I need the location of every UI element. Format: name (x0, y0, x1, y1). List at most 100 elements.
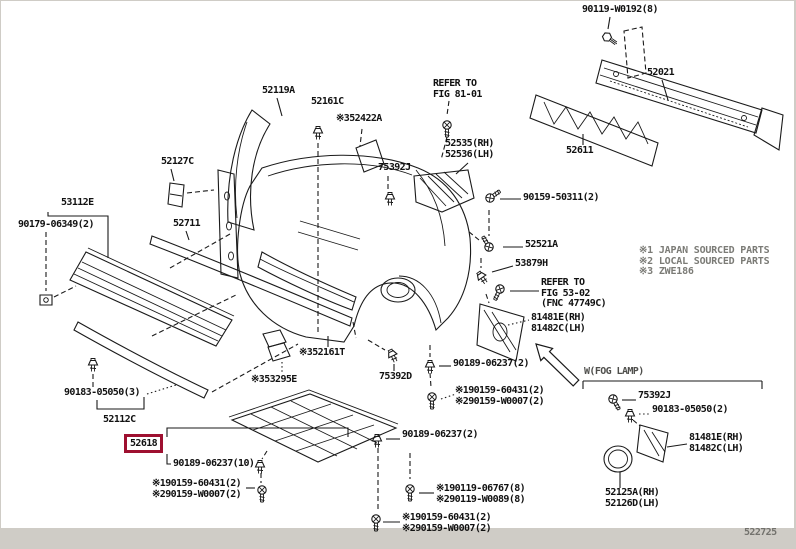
label-line[interactable]: 81482C(LH) (689, 442, 744, 454)
label-part-81481e-81482c[interactable]: 81481E(RH)81482C(LH) (531, 312, 586, 334)
clip-75392d (368, 340, 401, 371)
label-part-90183-05050-2[interactable]: 90183-05050(2) (652, 404, 728, 416)
label-line[interactable]: 75392J (378, 162, 411, 173)
reinforcement-bolt (600, 17, 646, 78)
label-line: ※3 ZWE186 (639, 266, 694, 277)
label-line[interactable]: 52521A (525, 239, 558, 250)
label-part-52161c[interactable]: 52161C (311, 96, 344, 108)
construction-lines (152, 176, 388, 392)
label-line[interactable]: ※352422A (336, 113, 382, 124)
label-part-75392d[interactable]: 75392D (379, 371, 412, 383)
label-part-90159-50311[interactable]: 90159-50311(2) (523, 192, 599, 204)
clip-53879h (474, 266, 513, 287)
label-line[interactable]: 52611 (566, 145, 594, 156)
label-line[interactable]: 90183-05050(3) (64, 387, 140, 398)
label-part-90119-06767[interactable]: ※190119-06767(8)※290119-W0089(8) (436, 483, 526, 505)
label-line[interactable]: 52161C (311, 96, 344, 107)
radiator-grille-53112e (39, 212, 234, 346)
label-sourcing-notes: ※1 JAPAN SOURCED PARTS※2 LOCAL SOURCED P… (639, 245, 770, 278)
label-line[interactable]: 52535(RH) (445, 138, 494, 149)
label-part-90159-60431-left[interactable]: ※190159-60431(2)※290159-W0007(2) (152, 478, 242, 500)
bumper-energy-absorber-52611 (530, 95, 658, 166)
label-line[interactable]: 52119A (262, 85, 295, 96)
label-part-75392j-upper[interactable]: 75392J (378, 162, 411, 174)
label-line[interactable]: 52112C (103, 414, 136, 425)
label-part-52422a[interactable]: ※352422A (336, 113, 382, 125)
label-part-52711[interactable]: 52711 (173, 218, 201, 230)
label-line[interactable]: 90183-05050(2) (652, 404, 728, 415)
label-line[interactable]: 90189-06237(10) (173, 458, 255, 469)
label-line[interactable]: ※290159-W0007(2) (402, 522, 492, 534)
label-part-90189-06237-10[interactable]: 90189-06237(10) (173, 458, 255, 470)
label-line[interactable]: ※353295E (251, 374, 297, 385)
label-line[interactable]: 52618 (130, 438, 158, 449)
front-bumper-reinforcement-52021 (596, 60, 783, 150)
label-line[interactable]: 81482C(LH) (531, 322, 586, 334)
label-part-52021[interactable]: 52021 (647, 67, 675, 79)
label-line[interactable]: 90189-06237(2) (453, 358, 529, 369)
label-part-53879h[interactable]: 53879H (515, 258, 548, 270)
label-line: FIG 53-02 (541, 287, 590, 299)
bracket-52161t-53295e (263, 330, 328, 374)
label-part-53295e[interactable]: ※353295E (251, 374, 297, 386)
label-part-90189-06237-2-lower[interactable]: 90189-06237(2) (402, 429, 478, 441)
see-fog-section-arrow (536, 344, 579, 386)
label-part-52127c[interactable]: 52127C (161, 156, 194, 168)
label-line[interactable]: ※290159-W0007(2) (455, 395, 545, 407)
label-part-53112e[interactable]: 53112E (61, 197, 94, 209)
label-part-52618-highlighted[interactable]: 52618 (124, 434, 164, 453)
label-line[interactable]: 52536(LH) (445, 148, 494, 160)
lower-grille-garnish-52112c (74, 322, 208, 409)
label-line: REFER TO (541, 277, 585, 288)
label-diagram-code: 522725 (744, 527, 777, 539)
label-line[interactable]: ※290119-W0089(8) (436, 493, 526, 505)
clip-90189-06237-lower (371, 433, 401, 449)
label-line[interactable]: 53879H (515, 258, 548, 269)
label-line[interactable]: ※190159-60431(2) (455, 385, 545, 396)
label-line[interactable]: 81481E(RH) (689, 432, 744, 443)
label-line[interactable]: 53112E (61, 197, 94, 208)
label-part-52611[interactable]: 52611 (566, 145, 594, 157)
label-line[interactable]: ※190159-60431(2) (152, 478, 242, 489)
label-line[interactable]: 90159-50311(2) (523, 192, 599, 203)
label-line[interactable]: 52021 (647, 67, 675, 78)
label-part-90183-05050-3[interactable]: 90183-05050(3) (64, 387, 140, 399)
label-line[interactable]: 52127C (161, 156, 194, 167)
label-part-90179-06349[interactable]: 90179-06349(2) (18, 219, 94, 231)
label-line[interactable]: 90179-06349(2) (18, 219, 94, 230)
clip-90189-06237-upper (424, 345, 457, 410)
label-line[interactable]: 81481E(RH) (531, 312, 586, 323)
label-line: (FNC 47749C) (541, 298, 607, 309)
label-line[interactable]: ※190159-60431(2) (402, 512, 492, 523)
label-line[interactable]: ※190119-06767(8) (436, 483, 526, 494)
screw-90159-50311 (483, 187, 521, 236)
label-part-52161t[interactable]: ※352161T (299, 347, 345, 359)
label-bolt-90119-w0192[interactable]: 90119-W0192(8) (582, 4, 658, 16)
label-part-52535-52536[interactable]: 52535(RH)52536(LH) (445, 138, 494, 160)
label-part-52125a-52126d[interactable]: 52125A(RH)52126D(LH) (605, 487, 660, 509)
label-part-90159-60431-mid[interactable]: ※190159-60431(2)※290159-W0007(2) (455, 385, 545, 407)
label-line[interactable]: 75392J (638, 390, 671, 401)
label-part-52119a[interactable]: 52119A (262, 85, 295, 97)
label-line[interactable]: 90119-W0192(8) (582, 4, 658, 15)
refer-fig-53-02-leader (486, 282, 539, 303)
label-line[interactable]: ※290159-W0007(2) (152, 488, 242, 500)
label-line[interactable]: 52125A(RH) (605, 487, 660, 498)
label-part-90189-06237-2-upper[interactable]: 90189-06237(2) (453, 358, 529, 370)
label-line[interactable]: 52711 (173, 218, 201, 229)
bumper-support-52535 (414, 163, 474, 212)
label-part-52521a[interactable]: 52521A (525, 239, 558, 251)
label-line[interactable]: 52126D(LH) (605, 497, 660, 509)
label-line[interactable]: ※352161T (299, 347, 345, 358)
label-part-75392j-fog[interactable]: 75392J (638, 390, 671, 402)
label-part-52112c[interactable]: 52112C (103, 414, 136, 426)
label-line: REFER TO (433, 78, 477, 89)
label-line[interactable]: 75392D (379, 371, 412, 382)
fog-lamp-section (583, 381, 762, 488)
label-line[interactable]: 90189-06237(2) (402, 429, 478, 440)
label-part-81481e-81482c-fog[interactable]: 81481E(RH)81482C(LH) (689, 432, 744, 454)
label-part-90159-60431-bottom[interactable]: ※190159-60431(2)※290159-W0007(2) (402, 512, 492, 534)
